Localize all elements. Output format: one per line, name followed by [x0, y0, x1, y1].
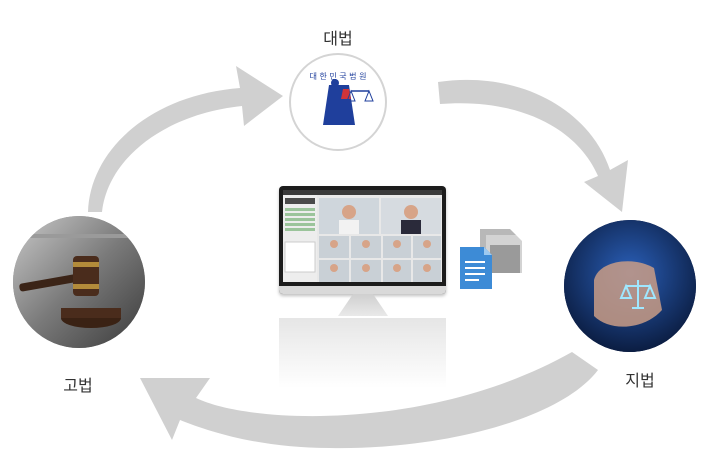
arrow-high-to-supreme [88, 66, 283, 212]
gavel-icon [13, 216, 145, 348]
monitor-icon [279, 186, 446, 294]
district-court-label: 지법 [625, 371, 655, 390]
monitor-reflection [279, 318, 446, 388]
arrow-district-to-high [140, 352, 598, 449]
high-court-label: 고법 [63, 376, 93, 395]
high-court-node [13, 216, 145, 348]
scales-icon [564, 220, 696, 352]
document-icon [460, 247, 492, 289]
folder-icon [480, 229, 522, 273]
supreme-court-label: 대법 [323, 29, 353, 48]
court-emblem-icon: 대 한 민 국 법 원 [310, 71, 374, 125]
district-court-node [564, 220, 696, 352]
emblem-text: 대 한 민 국 법 원 [310, 71, 367, 81]
supreme-court-node: 대 한 민 국 법 원 [289, 53, 387, 151]
monitor-chin [279, 286, 446, 294]
video-conference-screen [283, 190, 442, 282]
monitor-stand [338, 294, 388, 316]
arrow-supreme-to-district [438, 79, 628, 213]
file-transfer-icons [460, 229, 522, 289]
